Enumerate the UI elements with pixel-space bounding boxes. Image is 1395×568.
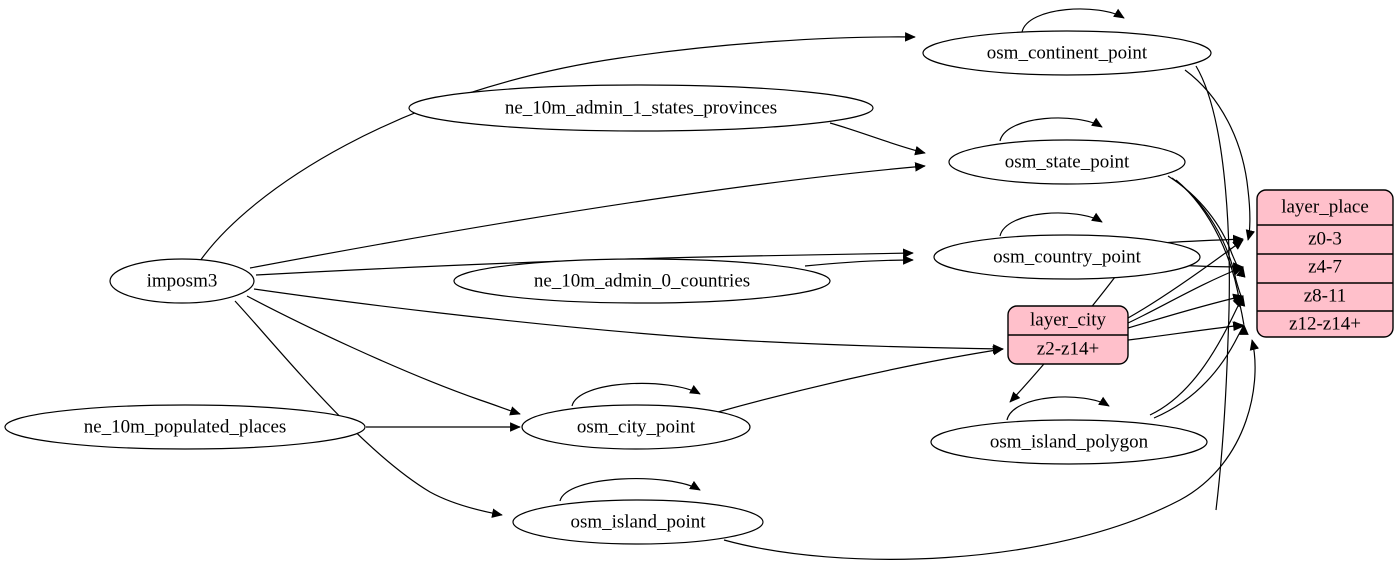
node-osm-country-point[interactable]: osm_country_point <box>933 234 1201 280</box>
node-label-osm-country-point: osm_country_point <box>993 246 1141 267</box>
node-label-osm-city-point: osm_city_point <box>577 416 696 437</box>
node-osm-island-polygon[interactable]: osm_island_polygon <box>930 419 1208 465</box>
record-node-layer-city[interactable]: layer_city z2-z14+ <box>1007 305 1129 365</box>
edge-osm-island-point-to-layer-place-z12-z14 <box>723 339 1260 560</box>
edge-osm-island-polygon-to-layer-place-z12-z14 <box>1153 321 1245 419</box>
edge-osm-island-polygon-to-layer-place-z8-11 <box>1149 296 1244 416</box>
node-label-osm-island-polygon: osm_island_polygon <box>990 431 1149 452</box>
edge-imposm3-to-osm-continent-point <box>199 32 916 262</box>
record-layer: layer_city z2-z14+ layer_place z0-3 z4-7… <box>1007 189 1394 365</box>
node-label-ne-10m-populated-places: ne_10m_populated_places <box>84 416 287 437</box>
node-ne-10m-populated-places[interactable]: ne_10m_populated_places <box>4 404 366 450</box>
node-osm-island-point[interactable]: osm_island_point <box>512 499 764 545</box>
selfloop-osm-island-polygon <box>1006 396 1110 421</box>
node-ne-10m-admin-1-states-provinces[interactable]: ne_10m_admin_1_states_provinces <box>408 84 874 132</box>
edge-osm-continent-point-to-layer-place-z0-3 <box>1184 69 1256 241</box>
edge-layer-city-to-layer-place-z12-z14 <box>1127 321 1244 341</box>
edge-layer-city-to-layer-place-z8-11 <box>1127 293 1244 329</box>
record-row-layer-place-z0-3[interactable]: z0-3 <box>1308 228 1342 249</box>
selfloop-osm-city-point <box>571 382 701 407</box>
node-osm-state-point[interactable]: osm_state_point <box>948 139 1186 185</box>
selfloop-osm-country-point <box>999 212 1103 237</box>
node-layer: imposm3 ne_10m_admin_1_states_provinces … <box>4 30 1212 545</box>
node-osm-city-point[interactable]: osm_city_point <box>521 404 751 450</box>
node-label-ne-10m-admin-1-states-provinces: ne_10m_admin_1_states_provinces <box>505 97 777 118</box>
edge-osm-state-point-to-layer-place-z8-11 <box>1171 177 1246 307</box>
edge-osm-city-point-to-layer-city <box>717 345 1004 413</box>
node-label-imposm3: imposm3 <box>147 270 218 291</box>
edge-imposm3-to-osm-state-point <box>249 162 926 269</box>
edge-imposm3-to-osm-city-point <box>246 295 521 416</box>
edge-layer <box>199 8 1260 560</box>
node-label-ne-10m-admin-0-countries: ne_10m_admin_0_countries <box>534 270 750 291</box>
selfloop-osm-state-point <box>999 117 1103 142</box>
edge-osm-country-point-to-layer-place-z0-3 <box>1159 234 1244 245</box>
record-header-layer-place: layer_place <box>1281 196 1369 217</box>
edge-ne-states-to-osm-state-point <box>829 122 926 156</box>
node-osm-continent-point[interactable]: osm_continent_point <box>922 30 1212 76</box>
node-imposm3[interactable]: imposm3 <box>109 258 255 304</box>
record-row-layer-place-z12-z14[interactable]: z12-z14+ <box>1289 313 1361 334</box>
record-row-layer-place-z4-7[interactable]: z4-7 <box>1308 256 1342 277</box>
edge-osm-continent-point-to-layer-place-lower <box>1195 65 1230 511</box>
record-row-layer-city-z2-z14[interactable]: z2-z14+ <box>1037 338 1099 359</box>
node-label-osm-state-point: osm_state_point <box>1005 151 1130 172</box>
edge-imposm3-to-osm-island-point <box>234 300 503 518</box>
selfloop-osm-island-point <box>559 478 701 502</box>
record-header-layer-city: layer_city <box>1030 309 1106 330</box>
record-row-layer-place-z8-11[interactable]: z8-11 <box>1304 285 1347 306</box>
edge-ne-countries-to-osm-country-point <box>804 255 914 267</box>
node-ne-10m-admin-0-countries[interactable]: ne_10m_admin_0_countries <box>453 258 831 304</box>
edge-imposm3-to-layer-city <box>253 288 1004 354</box>
node-label-osm-island-point: osm_island_point <box>570 511 706 532</box>
selfloop-osm-continent-point <box>1021 8 1125 33</box>
record-node-layer-place[interactable]: layer_place z0-3 z4-7 z8-11 z12-z14+ <box>1256 189 1394 338</box>
node-label-osm-continent-point: osm_continent_point <box>987 42 1148 63</box>
